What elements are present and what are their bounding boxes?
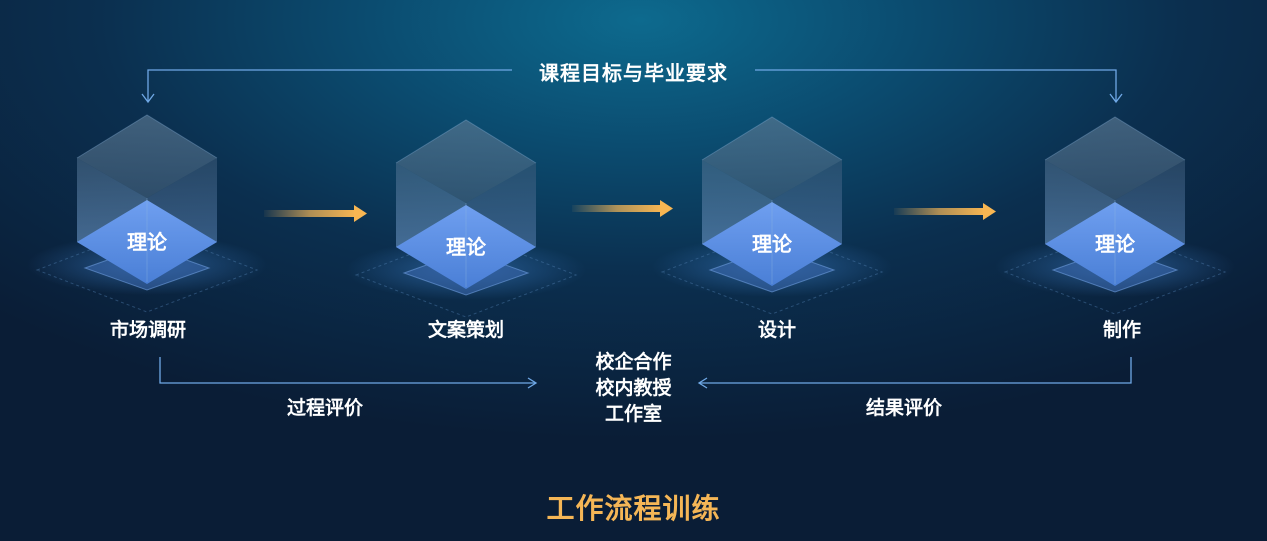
stage-block-label: 理论 <box>446 235 487 259</box>
stage-block-4 <box>995 116 1235 315</box>
stage-block-3 <box>652 116 892 315</box>
top-goal-label: 课程目标与毕业要求 <box>539 61 728 85</box>
stage-block-label: 理论 <box>752 232 793 256</box>
top-feedback-line <box>141 69 1123 104</box>
stage-name-copy-planning: 文案策划 <box>427 319 504 341</box>
center-label-3: 工作室 <box>604 403 662 425</box>
result-eval-label: 结果评价 <box>866 397 943 419</box>
flow-arrow-1 <box>264 205 367 222</box>
center-resources: 校企合作 校内教授 工作室 <box>0 349 1267 427</box>
stage-block-2 <box>346 119 586 318</box>
stage-block-label: 理论 <box>127 230 168 254</box>
process-eval-line <box>159 357 538 389</box>
flow-arrow-2 <box>572 200 673 217</box>
center-label-2: 校内教授 <box>595 377 672 399</box>
flow-arrow-3 <box>894 203 996 220</box>
process-eval-label: 过程评价 <box>287 397 364 419</box>
stage-name-design: 设计 <box>757 319 796 341</box>
center-label-1: 校企合作 <box>595 351 672 373</box>
stage-block-1 <box>27 114 267 313</box>
footer-title: 工作流程训练 <box>546 492 721 525</box>
stage-name-production: 制作 <box>1102 319 1141 341</box>
stage-block-label: 理论 <box>1095 232 1136 256</box>
result-eval-line <box>697 357 1132 389</box>
stage-name-market-research: 市场调研 <box>109 319 186 341</box>
